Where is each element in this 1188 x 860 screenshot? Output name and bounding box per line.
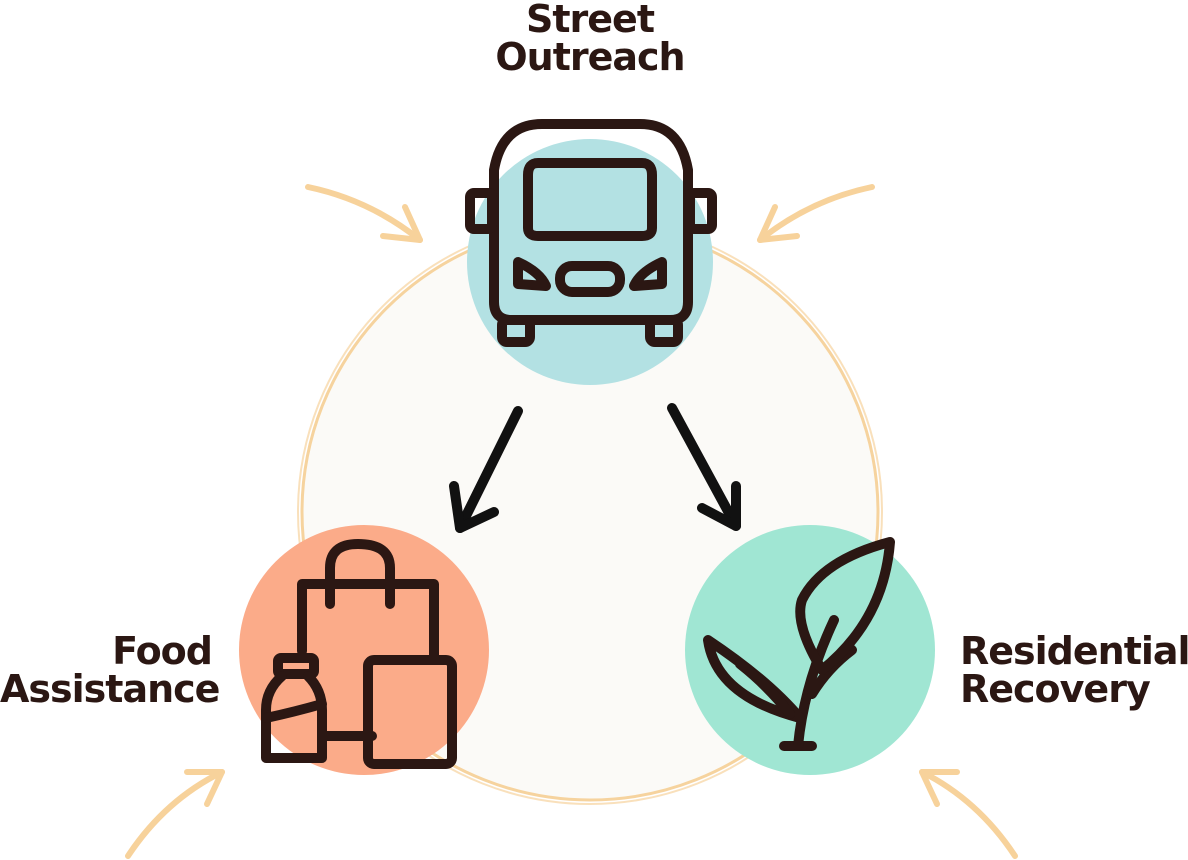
- van-icon: [465, 119, 717, 347]
- grocery-bag-icon: [261, 539, 457, 769]
- residential-recovery-label: Residential Recovery: [960, 632, 1188, 708]
- arrow-to-residential-recovery: [667, 403, 741, 531]
- outer-arrow-top-right: [757, 184, 875, 243]
- outer-arrow-bottom-right: [919, 769, 1018, 859]
- food-assistance-label: Food Assistance: [0, 629, 220, 711]
- outer-arrows: [125, 184, 1018, 859]
- residential-recovery-line2: Recovery: [960, 667, 1151, 711]
- residential-recovery-line1: Residential: [960, 629, 1188, 673]
- street-outreach-line2: Outreach: [495, 35, 685, 79]
- food-assistance-line1: Food: [112, 629, 213, 673]
- inner-arrows: [449, 403, 741, 533]
- arrow-to-food-assistance: [449, 406, 523, 533]
- sprout-icon: [703, 537, 895, 751]
- outer-arrow-bottom-left: [125, 769, 225, 859]
- food-assistance-line2: Assistance: [0, 667, 220, 711]
- street-outreach-label: Street Outreach: [440, 0, 740, 76]
- street-outreach-line1: Street: [526, 0, 655, 41]
- outer-arrow-top-left: [305, 184, 423, 243]
